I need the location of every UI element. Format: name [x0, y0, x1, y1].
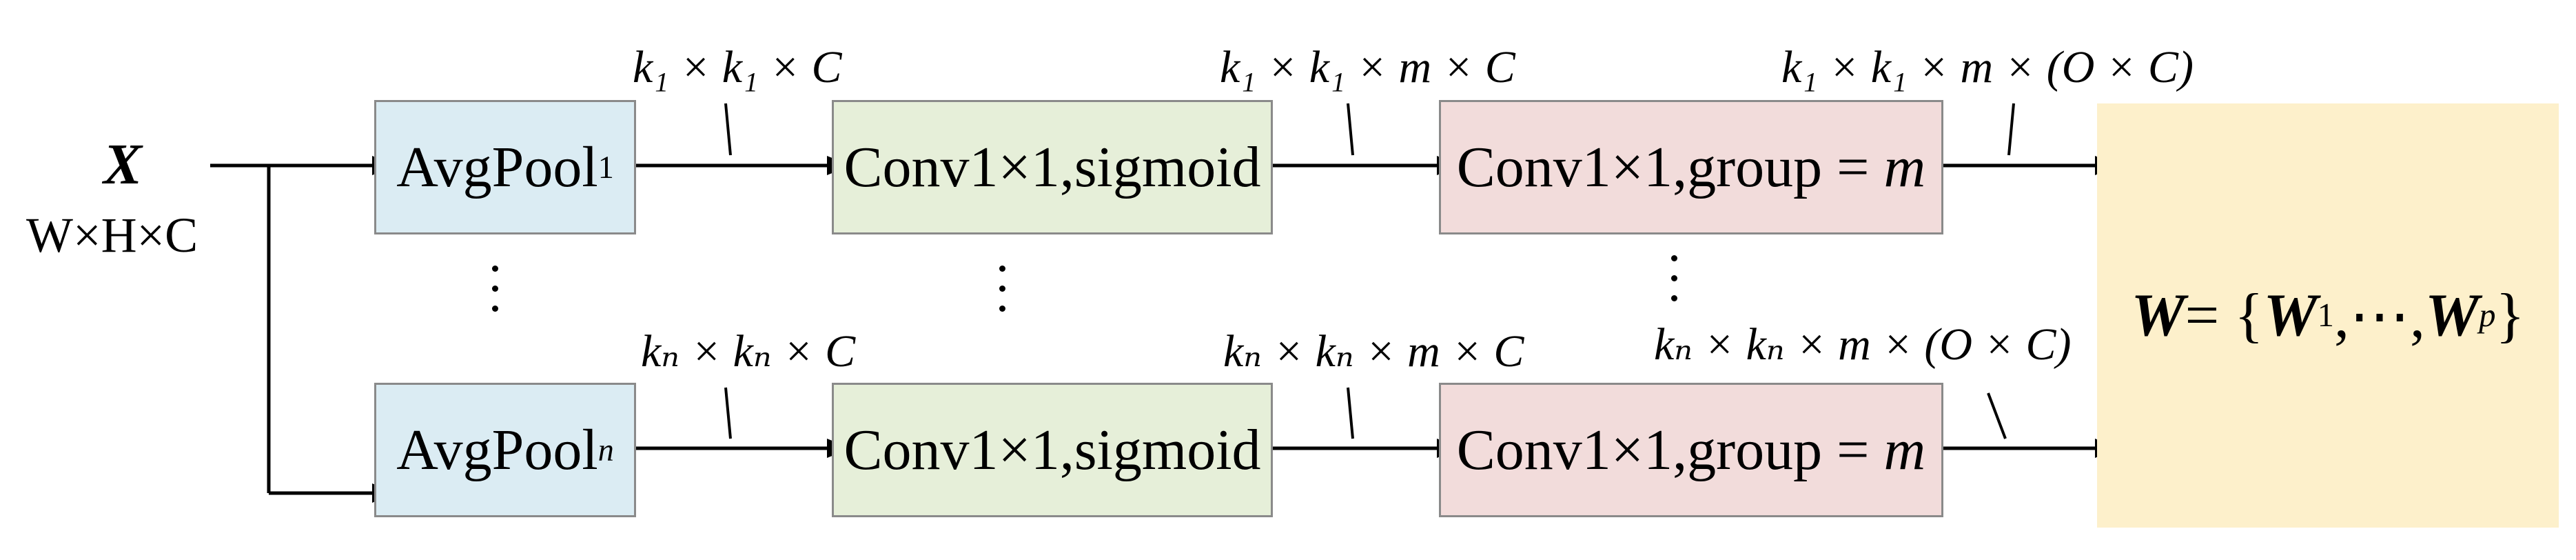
conv-group-bottom-label: Conv1×1,group = — [1456, 418, 1870, 482]
input-shape: W×H×C — [26, 208, 198, 263]
ellipsis-conv-sigmoid — [999, 266, 1008, 326]
dim-label-bottom-1: kₙ × kₙ × C — [641, 326, 856, 377]
dim-label-top-2: k₁ × k₁ × m × C — [1220, 42, 1515, 92]
avgpool-bottom-sub: n — [597, 432, 614, 468]
conv-group-top-label: Conv1×1,group = — [1456, 135, 1870, 199]
conv-group-top-box: Conv1×1,group = m — [1439, 100, 1943, 234]
dim-label-bottom-3: kₙ × kₙ × m × (O × C) — [1654, 319, 2072, 370]
output-eq: = { — [2185, 282, 2264, 349]
input-symbol: X — [103, 132, 143, 197]
conv-sigmoid-top-label: Conv1×1,sigmoid — [844, 135, 1261, 199]
conv-sigmoid-top-box: Conv1×1,sigmoid — [832, 100, 1273, 234]
conv-group-top-var: m — [1883, 135, 1926, 199]
avgpool-top-label: AvgPool — [396, 135, 598, 199]
avgpool-top-sub: 1 — [597, 150, 614, 185]
conv-group-bottom-var: m — [1883, 418, 1926, 482]
output-w1: W — [2263, 282, 2318, 349]
conv-sigmoid-bottom-label: Conv1×1,sigmoid — [844, 418, 1261, 482]
output-wp: W — [2424, 282, 2480, 349]
output-lhs: W — [2131, 282, 2185, 349]
dim-label-top-3: k₁ × k₁ × m × (O × C) — [1781, 42, 2194, 92]
conv-group-bottom-box: Conv1×1,group = m — [1439, 383, 1943, 517]
ellipsis-conv-group — [1671, 255, 1679, 315]
avgpool-bottom-label: AvgPool — [396, 418, 598, 482]
dim-label-top-1: k₁ × k₁ × C — [633, 42, 842, 92]
conv-sigmoid-bottom-box: Conv1×1,sigmoid — [832, 383, 1273, 517]
dim-label-bottom-2: kₙ × kₙ × m × C — [1223, 326, 1524, 377]
ellipsis-pool — [492, 266, 500, 326]
output-wp-sub: p — [2479, 297, 2496, 334]
output-w1-sub: 1 — [2317, 297, 2334, 334]
output-mid: ,⋯, — [2333, 283, 2425, 350]
output-close: } — [2495, 282, 2525, 349]
